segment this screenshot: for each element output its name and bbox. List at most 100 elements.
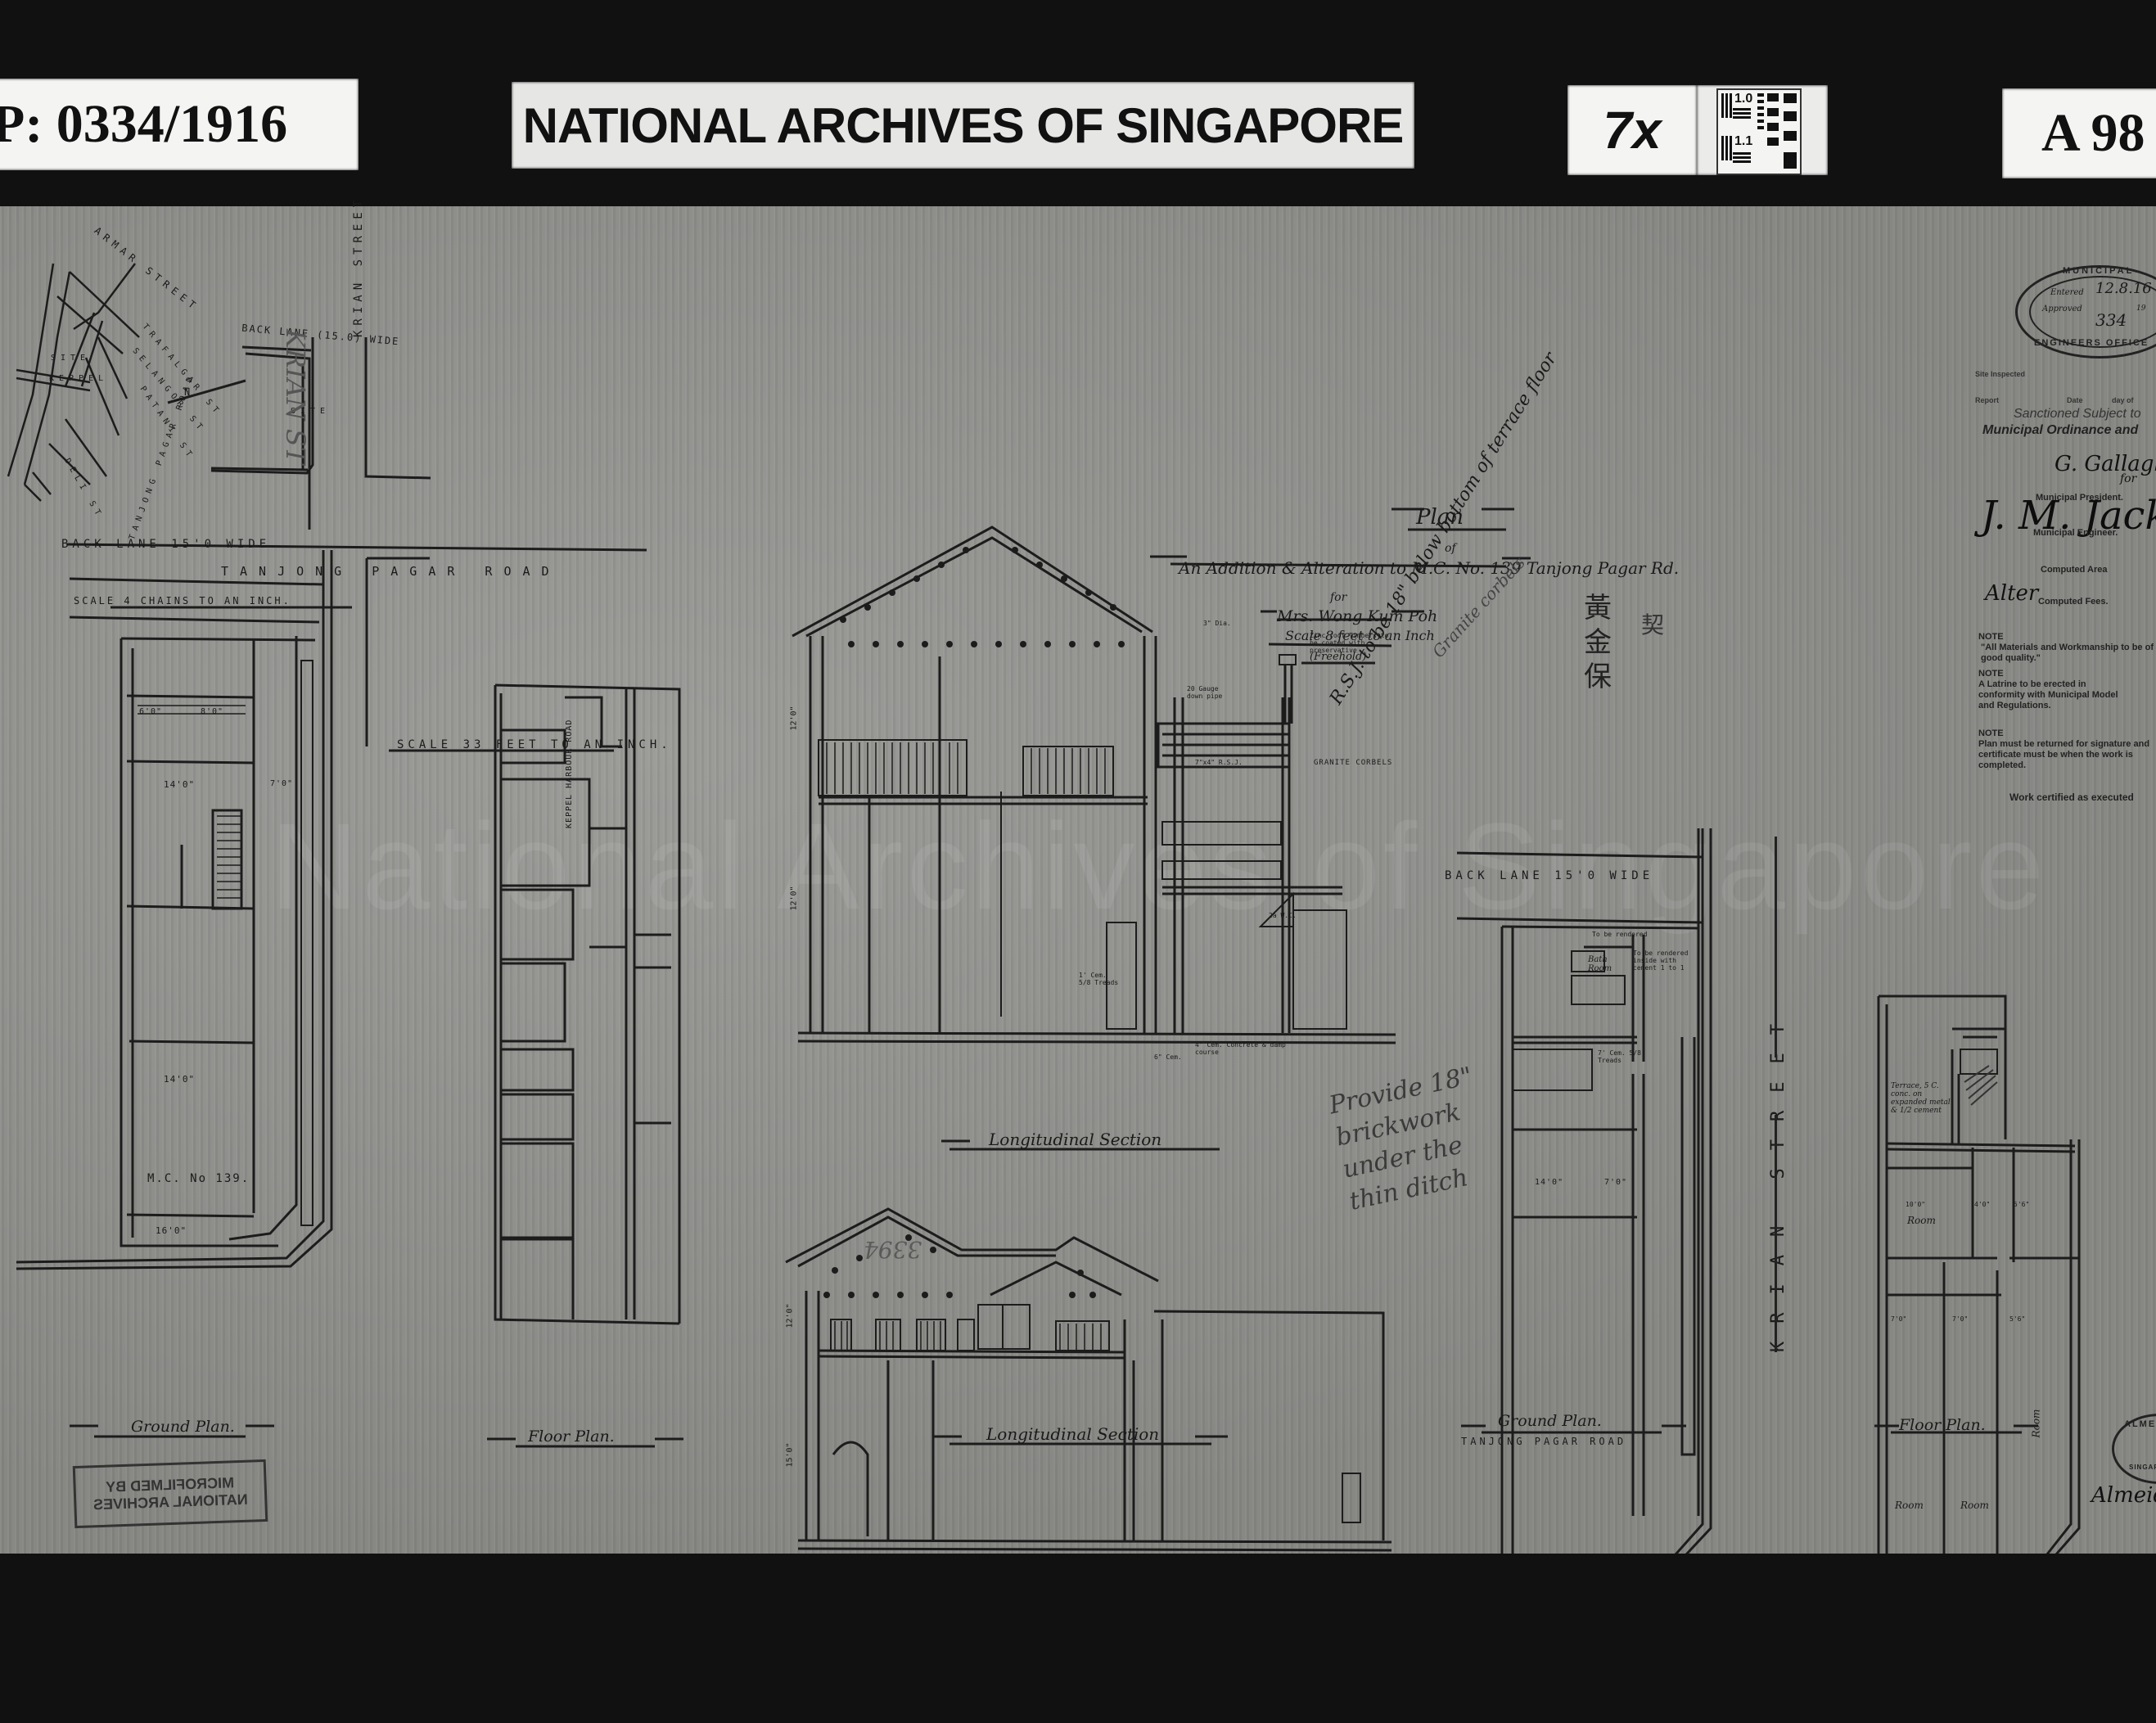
blueprint-sheet: National Archives of Singapore — [0, 196, 2156, 1557]
stamp-entered-label: Entered — [2050, 288, 2084, 297]
street-line — [1775, 837, 1777, 1058]
pencil-number: 3394 — [864, 1236, 922, 1263]
roof-note: Zinc roof Timbers to be coated with pres… — [1310, 632, 1389, 654]
site-inspected-label: Site Inspected — [1975, 370, 2026, 378]
site-plan-scale: SCALE 33 FEET TO AN INCH. — [397, 738, 672, 751]
tenure: (Freehold) — [1310, 651, 1367, 663]
section-2-lines — [785, 1207, 1392, 1552]
terrace-note: Terrace, 5 C. conc. on expanded metal & … — [1891, 1082, 1951, 1115]
bath-room-label: Bath Room — [1588, 955, 1612, 973]
site-label: SITE — [291, 407, 331, 416]
wc-note: 2a W.C. — [1269, 912, 1297, 919]
stamp-number: 334 — [2095, 310, 2127, 330]
drawing-description: An Addition & Alteration to M.C. No. 139… — [1179, 558, 1680, 578]
downpipe-note: 20 Gauge down pipe — [1187, 685, 1223, 700]
room-label: Room — [1895, 1500, 1924, 1511]
dimension: 14'0" — [164, 1074, 196, 1085]
resolution-chart-grid: 1.0 1.1 — [1716, 88, 1802, 175]
drawing-scale: Scale 8 feet to an Inch — [1285, 628, 1435, 643]
stamp-approved-year: 19 — [2136, 304, 2146, 313]
dimension: 5'6" — [2009, 1315, 2026, 1323]
new-ground-plan-lines — [1456, 828, 1712, 1557]
existing-ground-plan-lines — [16, 550, 333, 1270]
title-for: for — [1330, 591, 1347, 604]
reference-number: P: 0334/1916 — [0, 94, 288, 154]
key-plan-roads — [7, 263, 140, 502]
pencil-scribble — [1964, 1065, 1998, 1106]
rsj-note: 7"x4" R.S.J. — [1195, 759, 1243, 766]
president-signature: G. Gallagher — [2055, 452, 2156, 476]
plot-number-label: M.C. No 139. — [147, 1172, 250, 1185]
sheet-id: A 98 — [2041, 103, 2145, 163]
president-title: Municipal President. — [2036, 493, 2123, 503]
render-inside-note: To be rendered inside with cement 1 to 1 — [1633, 949, 1689, 972]
existing-floor-plan-caption: Floor Plan. — [528, 1428, 615, 1446]
dimension: 14'0" — [1535, 1178, 1564, 1187]
note-3-body: Plan must be returned for signature and … — [1978, 739, 2150, 770]
dimension: 12'0" — [789, 886, 799, 911]
report-label: Report — [1975, 396, 1999, 404]
krian-street-pencil: KRIAN ST — [280, 329, 311, 465]
architect-stamp-ring: ALMEIDA — [2124, 1419, 2156, 1429]
key-plan-scale: SCALE 4 CHAINS TO AN INCH. — [74, 595, 291, 607]
sanctioned-label: Sanctioned Subject to — [2014, 407, 2141, 421]
municipal-stamp: MUNICIPAL ENGINEERS OFFICE Entered 12.8.… — [2015, 265, 2156, 359]
work-certified-label: Work certified as executed — [2009, 792, 2134, 803]
dimension: 7'0" — [1891, 1315, 1907, 1323]
dimension: 5'6" — [2014, 1201, 2030, 1208]
existing-ground-plan-caption: Ground Plan. — [131, 1418, 235, 1436]
note-1-body: "All Materials and Workmanship to be of … — [1981, 643, 2154, 663]
ordinance-label: Municipal Ordinance and — [1982, 423, 2139, 437]
architect-stamp-sub: SINGAPORE — [2129, 1464, 2156, 1471]
note-2-body: A Latrine to be erected in conformity wi… — [1978, 679, 2118, 710]
balustrade-hatch — [138, 705, 1106, 1351]
dimension: 7'0" — [1952, 1315, 1969, 1323]
new-floor-plan-caption: Floor Plan. — [1899, 1416, 1986, 1434]
dimension: 12'0" — [789, 706, 799, 731]
treads-note: 1' Cem. 5/8 Treads — [1079, 972, 1119, 986]
resolution-value-1-0: 1.0 — [1734, 92, 1753, 106]
dimension: 7'0" — [270, 779, 294, 788]
krian-street-label: KRIAN STREET — [1768, 1006, 1788, 1352]
granite-corbels-note: GRANITE CORBELS — [1314, 759, 1393, 767]
resolution-value-1-1: 1.1 — [1734, 134, 1753, 148]
dia-note: 3" Dia. — [1203, 620, 1231, 627]
cement-note: 6" Cem. — [1154, 1053, 1182, 1061]
fees-initials: Alter — [1985, 581, 2039, 606]
drawing-linework — [7, 263, 2081, 1557]
room-label: Room — [2030, 1409, 2042, 1438]
road-caption: TANJONG PAGAR ROAD — [1461, 1436, 1627, 1447]
sheet-id-label: A 98 — [2002, 88, 2156, 178]
tanjong-pagar-road-label: TANJONG PAGAR ROAD — [221, 564, 561, 579]
dimension: 7'0" — [1604, 1178, 1628, 1187]
resolution-test-chart: 1.0 1.1 — [1697, 85, 1828, 175]
keppel-harbour-road-label: KEPPEL HARBOUR ROAD — [565, 719, 574, 828]
dimension: 4'0" — [1974, 1201, 1991, 1208]
section-2-caption: Longitudinal Section — [986, 1424, 1160, 1444]
section-1-caption: Longitudinal Section — [989, 1130, 1162, 1149]
dimension: 16'0" — [156, 1225, 187, 1236]
note-1-heading: NOTE — [1978, 632, 2004, 642]
chinese-annotation: 契 — [1641, 611, 1665, 638]
room-label: Room — [1907, 1215, 1936, 1226]
street-line — [1775, 1115, 1777, 1352]
dimension: 6'0" — [139, 707, 163, 716]
room-label: Room — [1960, 1500, 1989, 1511]
street-label-keppel: KEPPEL — [49, 374, 109, 383]
archive-name: NATIONAL ARCHIVES OF SINGAPORE — [522, 97, 1405, 153]
krian-street-label: KRIAN STREET — [352, 195, 365, 337]
existing-floor-plan-lines — [494, 683, 681, 1325]
microfilm-stamp: MICROFILMED BY NATIONAL ARCHIVES — [72, 1459, 268, 1529]
president-for: for — [2120, 472, 2137, 485]
computed-area-label: Computed Area — [2041, 565, 2108, 575]
title-of: of — [1445, 542, 1456, 555]
film-border-bottom — [0, 1554, 2156, 1723]
dimension: 12'0" — [785, 1303, 795, 1328]
stamp-ring-top: MUNICIPAL — [2063, 266, 2135, 276]
stamp-ring-bottom: ENGINEERS OFFICE — [2034, 338, 2149, 348]
site-plan-lines — [66, 337, 647, 746]
rafter-bolts-icon — [823, 547, 1125, 1298]
stamp-entered-date: 12.8.16 — [2095, 280, 2152, 297]
owner-name: Mrs. Wong Kum Poh — [1277, 607, 1438, 625]
note-2-heading: NOTE — [1978, 669, 2004, 679]
